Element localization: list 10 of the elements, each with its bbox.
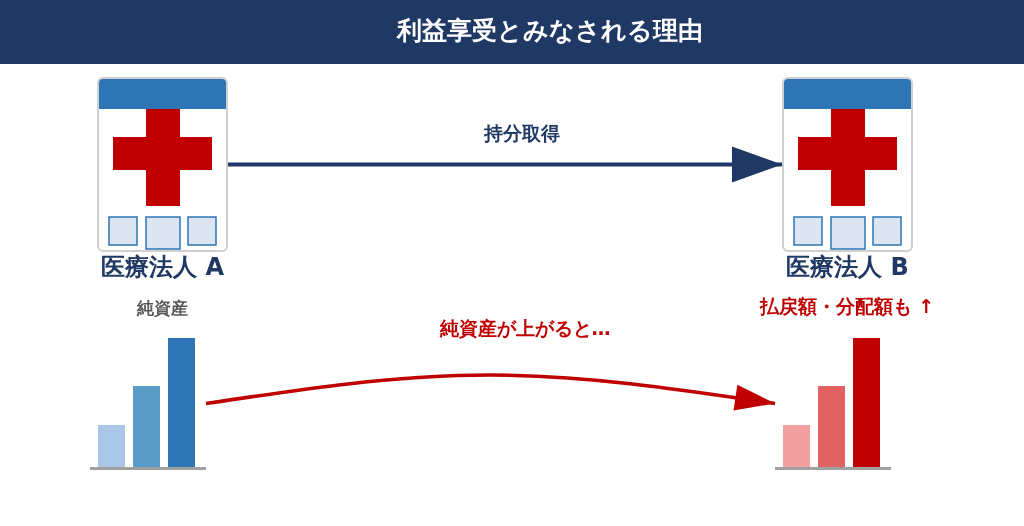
arrow xyxy=(205,373,776,411)
node-label: 医療法人 A xyxy=(101,254,224,280)
bar-chart-illustration xyxy=(775,337,891,470)
edge-label: 持分取得 xyxy=(481,121,563,145)
arrow xyxy=(228,146,782,183)
bar-chart-illustration xyxy=(90,337,206,470)
title: 利益享受とみなされる理由 xyxy=(397,16,703,46)
node-label: 純資産 xyxy=(136,297,188,320)
node-label: 払戻額・分配額も ↑ xyxy=(759,294,935,318)
node-label: 医療法人 B xyxy=(786,254,909,280)
